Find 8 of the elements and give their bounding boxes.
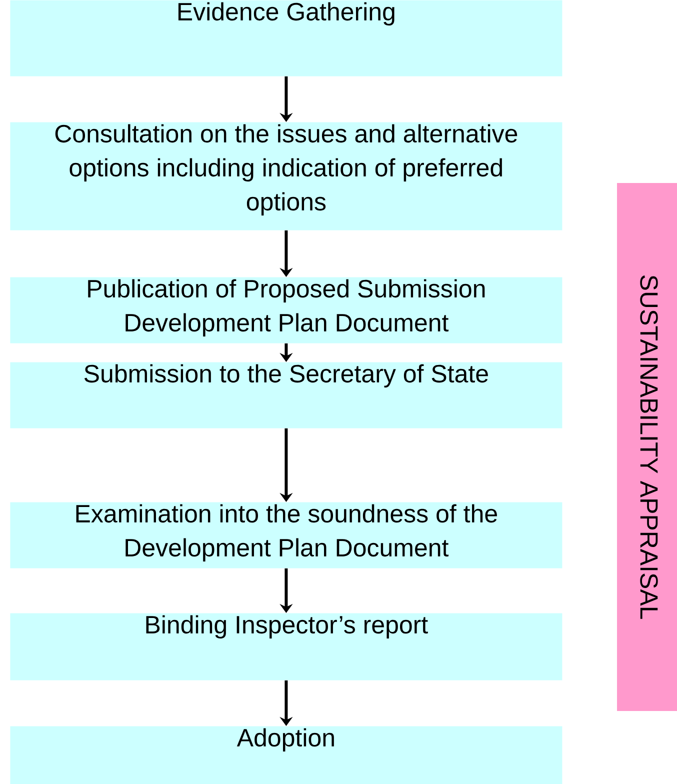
process-box: Examination into the soundness of the Development Plan Document (10, 502, 562, 568)
process-box: Publication of Proposed Submission Development Plan Document (10, 277, 562, 344)
side-band: SUSTAINABILITY APPRAISAL (617, 183, 677, 711)
process-box: Consultation on the issues and alternative options including indication of preferred options (10, 122, 562, 230)
process-box: Binding Inspector’s report (10, 613, 562, 680)
process-box: Submission to the Secretary of State (10, 362, 562, 428)
process-box: Evidence Gathering (10, 0, 562, 76)
process-box: Adoption (10, 726, 562, 784)
